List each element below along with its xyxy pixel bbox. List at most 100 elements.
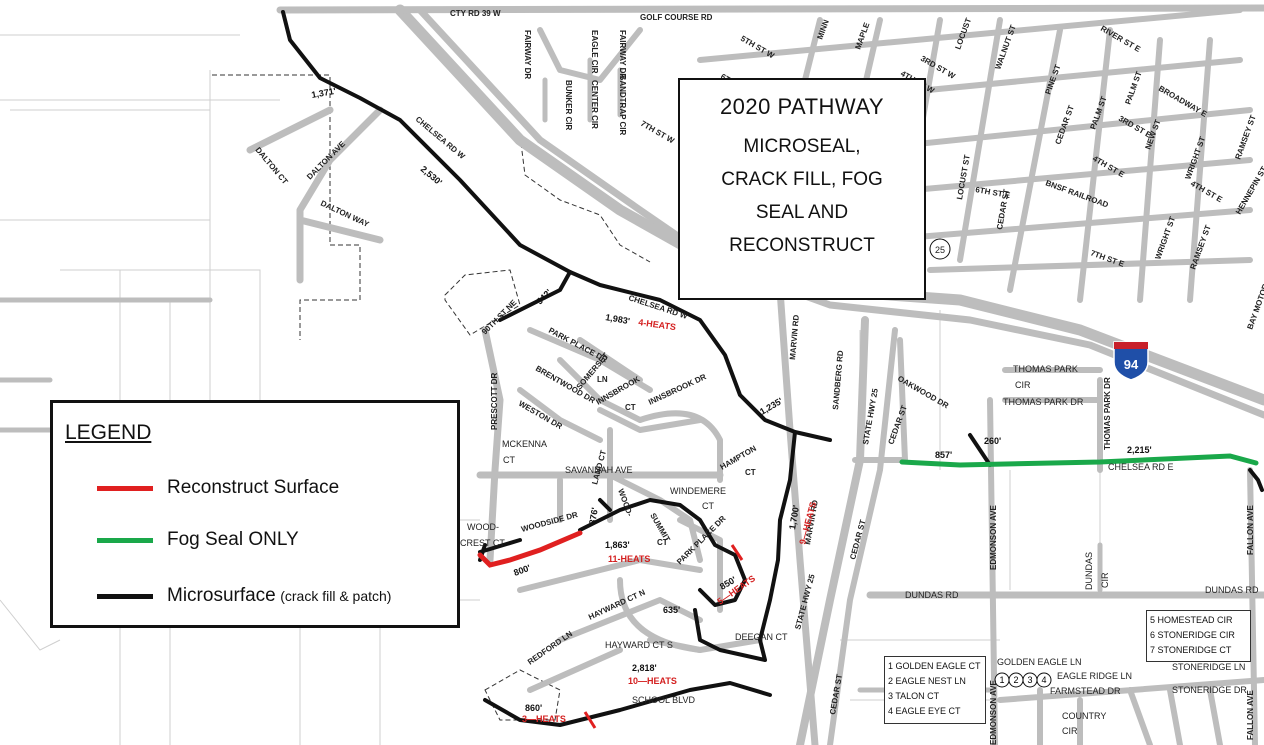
- eagle-key-1: 1 GOLDEN EAGLE CT: [888, 661, 981, 671]
- label-stoneridge-dr: STONERIDGE DR: [1172, 685, 1247, 695]
- len-1371: 1,371': [311, 86, 337, 100]
- label-thomas-park-dr2: THOMAS PARK DR: [1103, 377, 1112, 450]
- label-farmstead-dr: FARMSTEAD DR: [1050, 686, 1121, 696]
- len-2215: 2,215': [1127, 445, 1152, 455]
- stone-key-5: 5 HOMESTEAD CIR: [1150, 615, 1233, 625]
- legend-item-fog-seal: Fog Seal ONLY: [97, 527, 299, 553]
- title-line-2: MICROSEAL,: [743, 136, 861, 157]
- i94-label: 94: [1124, 357, 1139, 372]
- red-tick-marks: [583, 544, 744, 729]
- circle-num-1: 1: [999, 675, 1004, 685]
- label-country-cir: CIR: [1062, 726, 1078, 736]
- label-mckenna-ct: CT: [503, 455, 515, 465]
- len-1863: 1,863': [605, 540, 630, 550]
- heats-10: 10—HEATS: [628, 676, 677, 686]
- label-bay-motor: BAY MOTOR: [1245, 282, 1264, 330]
- label-windemere-ct: CT: [702, 501, 714, 511]
- label-fairway-dr: FAIRWAY DR: [523, 30, 532, 79]
- reconstruct-paths: [477, 530, 583, 568]
- label-innsbrook-dr: INNSBROOK DR: [647, 372, 708, 407]
- legend-item-reconstruct: Reconstruct Surface: [97, 475, 339, 501]
- label-innsbrook-ct: CT: [625, 403, 636, 412]
- label-4th-st-e2: 4TH ST E: [1189, 179, 1224, 205]
- dashed-boundaries: [212, 74, 651, 721]
- circle-num-4: 4: [1041, 675, 1046, 685]
- label-90th-st: 90TH ST NE: [480, 298, 519, 337]
- interstate-94-shield-icon: 94: [1113, 341, 1149, 381]
- label-fallon-ave: FALLON AVE: [1246, 505, 1255, 555]
- label-somerset-ln: LN: [597, 375, 608, 384]
- label-wood: WOOD-: [467, 522, 499, 532]
- len-542: 542': [534, 287, 553, 306]
- label-cedar-st: CEDAR ST: [1053, 104, 1075, 146]
- label-dalton-ave: DALTON AVE: [305, 139, 347, 181]
- label-savannah-ave: SAVANNAH AVE: [565, 465, 633, 475]
- label-hayward-ct-s: HAYWARD CT S: [605, 640, 673, 650]
- heats-4: 4-HEATS: [638, 317, 677, 332]
- label-marvin-rd: MARVIN RD: [788, 314, 801, 360]
- label-wright-st2: WRIGHT ST: [1153, 215, 1177, 260]
- label-dalton-ct: DALTON CT: [253, 146, 289, 187]
- label-stoneridge-ln: STONERIDGE LN: [1172, 662, 1245, 672]
- legend-label-fog-seal: Fog Seal ONLY: [167, 529, 299, 550]
- label-redford-ln: REDFORD LN: [526, 629, 574, 667]
- eagle-street-key: 1 GOLDEN EAGLE CT 2 EAGLE NEST LN 3 TALO…: [884, 656, 986, 724]
- label-thomas-park-dr: THOMAS PARK DR: [1003, 397, 1084, 407]
- legend-label-microsurface-note: (crack fill & patch): [280, 588, 392, 604]
- stone-key-6: 6 STONERIDGE CIR: [1150, 630, 1235, 640]
- title-body: MICROSEAL, CRACK FILL, FOG SEAL AND RECO…: [680, 130, 924, 262]
- len-2818: 2,818': [632, 663, 657, 673]
- title-line-3: CRACK FILL, FOG: [721, 169, 883, 190]
- numbered-circles: 1 2 3 4: [994, 672, 1052, 688]
- label-woodside-dr: WOODSIDE DR: [520, 510, 579, 534]
- label-chelsea-rd-e: CHELSEA RD E: [1108, 462, 1174, 472]
- label-crest-ct: CREST CT: [460, 538, 505, 548]
- label-golf-course-rd: GOLF COURSE RD: [640, 13, 713, 22]
- label-summit-ct: CT: [657, 538, 668, 547]
- label-thomas-park-cir: CIR: [1015, 380, 1031, 390]
- legend-swatch-green: [97, 537, 153, 543]
- label-woodland: WOOD-: [616, 488, 634, 518]
- label-windemere: WINDEMERE: [670, 486, 726, 496]
- circle-num-2: 2: [1013, 675, 1018, 685]
- len-1983: 1,983': [605, 312, 631, 326]
- label-mckenna: MCKENNA: [502, 439, 547, 449]
- label-ramsey-st: RAMSEY ST: [1233, 114, 1257, 161]
- label-center-cir: CENTER CIR: [590, 80, 599, 129]
- len-2530: 2,530': [419, 164, 444, 188]
- stone-key-7: 7 STONERIDGE CT: [1150, 645, 1232, 655]
- label-deegan-ct: DEEGAN CT: [735, 632, 788, 642]
- label-dundas-rd: DUNDAS RD: [905, 590, 959, 600]
- map-title-box: 2020 PATHWAY MICROSEAL, CRACK FILL, FOG …: [678, 78, 926, 300]
- label-bunker-cir: BUNKER CIR: [564, 80, 573, 130]
- label-fallon-ave2: FALLON AVE: [1246, 690, 1255, 740]
- stoneridge-street-key: 5 HOMESTEAD CIR 6 STONERIDGE CIR 7 STONE…: [1146, 610, 1251, 662]
- label-edmonson-ave: EDMONSON AVE: [989, 504, 998, 570]
- label-sandtrap-cir: SANDTRAP CIR: [618, 75, 627, 136]
- label-country: COUNTRY: [1062, 711, 1106, 721]
- eagle-key-4: 4 EAGLE EYE CT: [888, 706, 961, 716]
- len-260: 260': [984, 436, 1001, 446]
- label-sandberg-rd: SANDBERG RD: [831, 350, 845, 410]
- len-800: 800': [512, 563, 532, 578]
- fog-seal-paths: [899, 453, 1259, 468]
- len-860: 860': [525, 703, 542, 713]
- legend-label-reconstruct: Reconstruct Surface: [167, 477, 340, 498]
- eagle-key-3: 3 TALON CT: [888, 691, 940, 701]
- legend-item-microsurface: Microsurface (crack fill & patch): [97, 583, 391, 609]
- label-hampton-ct: CT: [745, 468, 756, 477]
- hwy25-shield-icon: 25: [929, 238, 951, 260]
- label-thomas-park: THOMAS PARK: [1013, 364, 1078, 374]
- label-eagle-ridge-ln: EAGLE RIDGE LN: [1057, 671, 1132, 681]
- len-635: 635': [663, 605, 680, 615]
- label-7th-st-w: 7TH ST W: [639, 119, 676, 146]
- label-cty-rd-39w: CTY RD 39 W: [450, 9, 501, 18]
- eagle-key-2: 2 EAGLE NEST LN: [888, 676, 966, 686]
- label-school-blvd: SCHOOL BLVD: [632, 695, 696, 705]
- label-dundas-rd2: DUNDAS RD: [1205, 585, 1259, 595]
- label-dundas-cir: CIR: [1100, 572, 1110, 588]
- len-1700: 1,700': [787, 504, 801, 530]
- len-857: 857': [935, 450, 952, 460]
- label-cedar-st4: CEDAR ST: [828, 673, 844, 715]
